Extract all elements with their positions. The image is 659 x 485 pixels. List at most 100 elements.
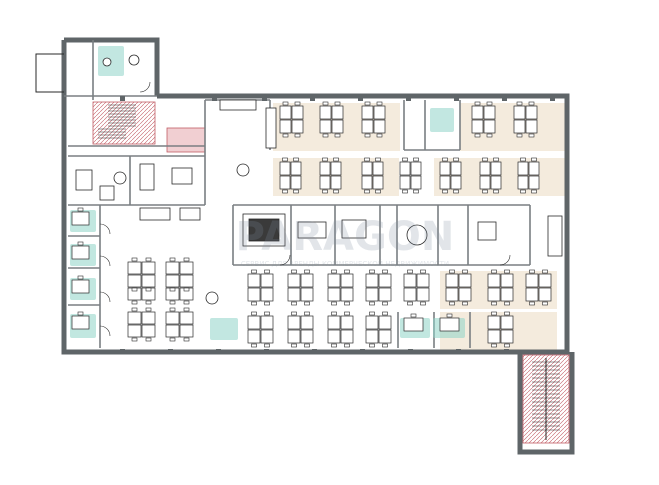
chair [528,101,535,106]
desk [279,119,292,134]
chair [264,301,270,306]
chair [282,157,288,162]
desk [410,175,422,190]
desk [330,161,342,176]
chair [291,269,297,274]
chair [131,287,138,292]
chair [344,311,350,316]
chair [407,269,413,274]
desk [538,273,552,288]
chair [183,337,190,342]
desk [525,273,539,288]
chair [77,241,84,246]
chair [331,269,337,274]
desk [300,273,314,288]
conference-table [297,221,327,239]
desk [361,119,374,134]
watermark-sub: СЕРВИС ДЛЯ АРЕНДЫ КОММЕРЧЕСКОЙ НЕДВИЖИМО… [241,259,449,268]
desk [179,261,194,275]
chair [369,343,375,348]
chair [491,343,497,348]
chair [282,101,289,106]
chair [382,311,388,316]
desk [439,317,460,332]
chair [542,269,548,274]
desk [528,161,540,176]
desk [490,161,502,176]
chair [291,311,297,316]
desk [260,329,274,344]
chair [291,343,297,348]
chair [131,307,138,312]
desk [291,119,304,134]
chair [486,101,493,106]
chair [369,269,375,274]
desk [361,105,374,120]
desk [340,329,354,344]
desk [141,311,156,325]
chair [331,343,337,348]
chair [529,301,535,306]
chair [145,257,152,262]
chair [413,189,419,194]
desk [141,261,156,275]
chair [402,157,408,162]
desk [525,287,539,302]
desk [287,329,301,344]
desk [127,274,142,288]
desk [287,287,301,302]
desk [361,175,373,190]
chair [449,301,455,306]
chair [482,157,488,162]
chair [462,301,468,306]
chair [504,269,510,274]
desk [372,161,384,176]
chair [364,189,370,194]
chair [322,101,329,106]
desk [247,273,261,288]
chair [183,287,190,292]
chair [251,343,257,348]
chair [322,189,328,194]
chair [145,300,152,305]
desk [416,287,430,302]
desk [458,287,472,302]
chair [282,189,288,194]
desk [260,315,274,330]
chair [529,269,535,274]
desk [319,119,332,134]
chair [304,311,310,316]
chair [322,157,328,162]
desk [487,287,501,302]
desk [340,273,354,288]
conference-table-dark [248,218,280,242]
chair [482,189,488,194]
desk [165,274,180,288]
chair [376,101,383,106]
chair [491,311,497,316]
chair [453,189,459,194]
desk [403,273,417,288]
desk [490,175,502,190]
desk [327,273,341,288]
chair [402,189,408,194]
chair [375,157,381,162]
chair [462,269,468,274]
chair [293,189,299,194]
chair [183,300,190,305]
chair [369,301,375,306]
structural-columns [120,96,555,354]
chair [407,301,413,306]
desk [127,324,142,338]
chair [169,257,176,262]
chair [504,301,510,306]
watermark-main: PARAGON [236,214,455,260]
desk [439,175,451,190]
desk [290,175,302,190]
desk [513,105,526,120]
chair [382,343,388,348]
lounge-furniture [75,54,257,305]
chair [491,269,497,274]
chair [382,301,388,306]
chair [131,337,138,342]
